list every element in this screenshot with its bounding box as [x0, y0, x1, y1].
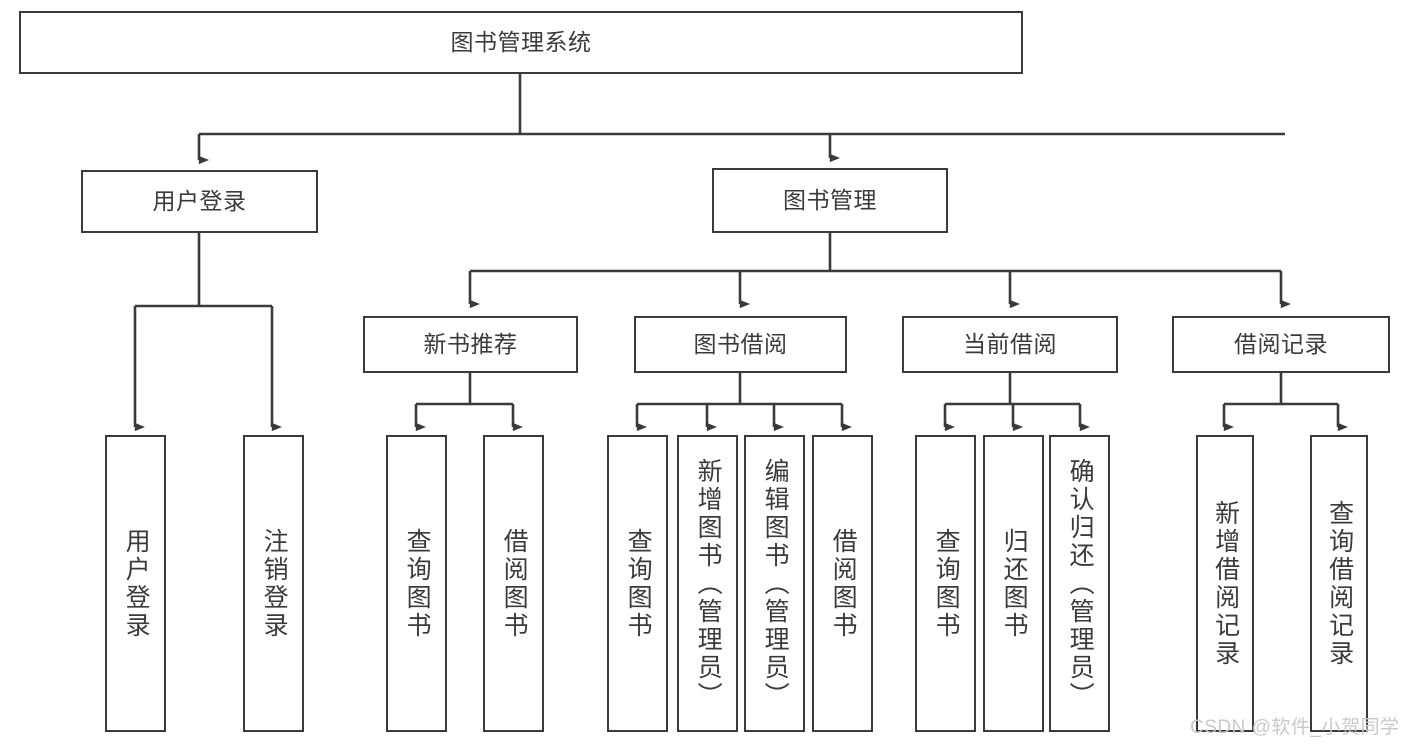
node-label: 图书借阅 — [693, 330, 788, 357]
node-label: 查询图书 — [932, 527, 961, 640]
node-book-manage[interactable]: 图书管理 — [712, 168, 948, 233]
node-leaf-borrow-book-1[interactable]: 借阅图书 — [483, 435, 544, 732]
node-user-login[interactable]: 用户登录 — [81, 170, 318, 233]
node-label: 查询图书 — [624, 527, 653, 640]
node-label: 新书推荐 — [423, 330, 518, 357]
node-leaf-add-record[interactable]: 新增借阅记录 — [1196, 435, 1254, 732]
node-label: 用户登录 — [122, 527, 151, 640]
node-label: 确认归还（管理员） — [1066, 457, 1095, 710]
node-label: 图书管理 — [783, 186, 877, 213]
node-root-system[interactable]: 图书管理系统 — [19, 11, 1023, 74]
node-leaf-confirm-return[interactable]: 确认归还（管理员） — [1049, 435, 1110, 732]
node-current-borrow[interactable]: 当前借阅 — [902, 316, 1118, 373]
node-leaf-query-book-2[interactable]: 查询图书 — [607, 435, 668, 732]
node-leaf-query-book-3[interactable]: 查询图书 — [915, 435, 976, 732]
csdn-watermark: CSDN @软件_小贺同学 — [1190, 717, 1400, 738]
node-label: 新增借阅记录 — [1211, 499, 1240, 668]
node-leaf-logout-login[interactable]: 注销登录 — [243, 435, 304, 732]
node-label: 编辑图书（管理员） — [761, 457, 790, 710]
node-leaf-borrow-book-2[interactable]: 借阅图书 — [812, 435, 873, 732]
node-label: 查询借阅记录 — [1325, 499, 1354, 668]
node-leaf-add-book[interactable]: 新增图书（管理员） — [677, 435, 738, 732]
node-label: 用户登录 — [152, 187, 247, 214]
node-book-borrow[interactable]: 图书借阅 — [634, 316, 847, 373]
node-label: 图书管理系统 — [450, 28, 592, 55]
node-new-book-recommend[interactable]: 新书推荐 — [363, 316, 578, 373]
node-label: 归还图书 — [1000, 527, 1029, 640]
node-leaf-return-book[interactable]: 归还图书 — [983, 435, 1044, 732]
node-leaf-query-book-1[interactable]: 查询图书 — [386, 435, 447, 732]
node-leaf-edit-book[interactable]: 编辑图书（管理员） — [744, 435, 805, 732]
node-label: 查询图书 — [403, 527, 432, 640]
node-label: 当前借阅 — [963, 330, 1057, 357]
node-leaf-query-record[interactable]: 查询借阅记录 — [1310, 435, 1368, 732]
node-label: 借阅记录 — [1234, 330, 1328, 357]
node-leaf-user-login[interactable]: 用户登录 — [105, 435, 166, 732]
node-label: 新增图书（管理员） — [694, 457, 723, 710]
node-borrow-record[interactable]: 借阅记录 — [1172, 316, 1390, 373]
node-label: 注销登录 — [260, 527, 289, 640]
node-label: 借阅图书 — [829, 527, 858, 640]
node-label: 借阅图书 — [500, 527, 529, 640]
